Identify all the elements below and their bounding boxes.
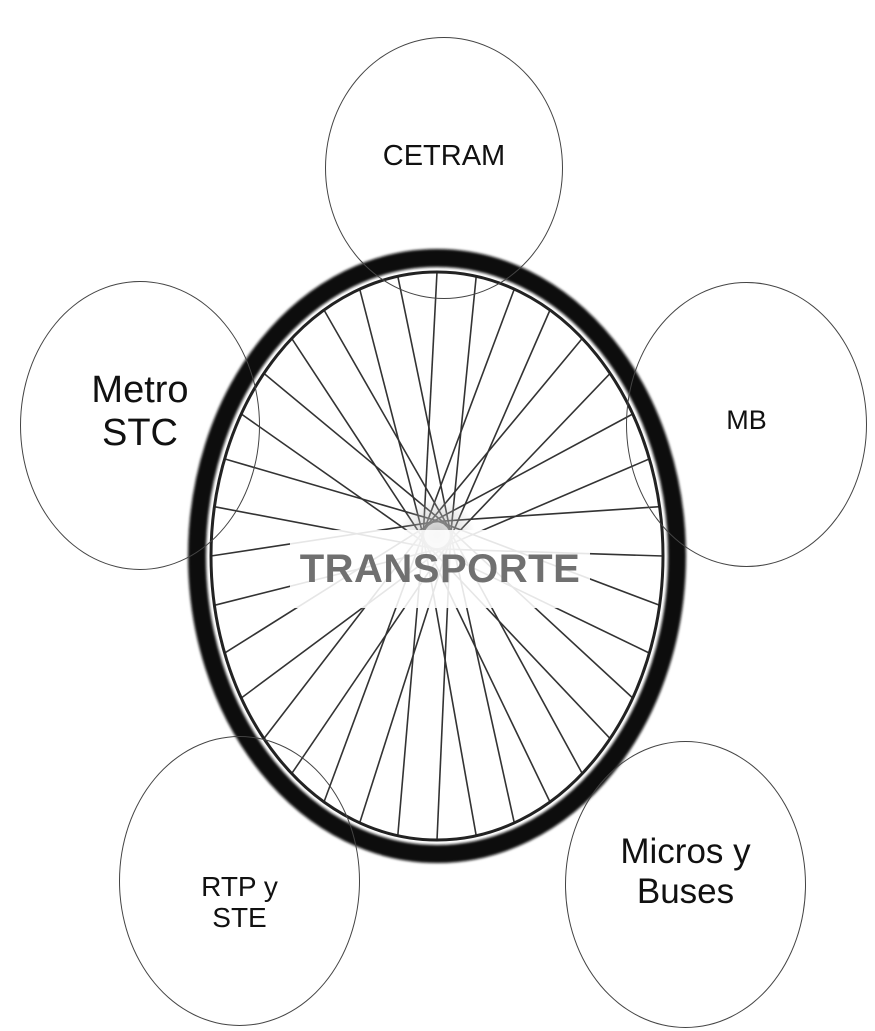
- wheel-spoke: [291, 337, 429, 547]
- wheel-spoke: [427, 413, 634, 525]
- node-micros-buses-label: Micros y Buses: [620, 832, 751, 911]
- wheel-spoke: [422, 288, 516, 533]
- wheel-spoke: [424, 337, 583, 529]
- wheel-spoke: [443, 372, 611, 548]
- node-micros-buses: Micros y Buses: [565, 741, 806, 1028]
- node-cetram: CETRAM: [325, 37, 563, 299]
- wheel-spoke: [358, 288, 426, 542]
- wheel-spoke: [323, 309, 451, 531]
- wheel-spoke: [449, 276, 477, 540]
- node-metro-stc-label: Metro STC: [91, 368, 189, 454]
- node-cetram-label: CETRAM: [382, 139, 506, 172]
- node-rtp-ste-label: RTP y STE: [201, 870, 278, 933]
- wheel-spoke: [263, 372, 449, 527]
- center-label-box: TRANSPORTE: [290, 530, 590, 608]
- wheel-spoke: [422, 271, 438, 538]
- center-label: TRANSPORTE: [299, 546, 581, 591]
- wheel-spoke: [397, 276, 452, 535]
- node-mb-label: MB: [726, 405, 767, 436]
- node-rtp-ste: RTP y STE: [119, 736, 360, 1026]
- node-metro-stc: Metro STC: [20, 281, 260, 570]
- node-mb: MB: [626, 282, 867, 567]
